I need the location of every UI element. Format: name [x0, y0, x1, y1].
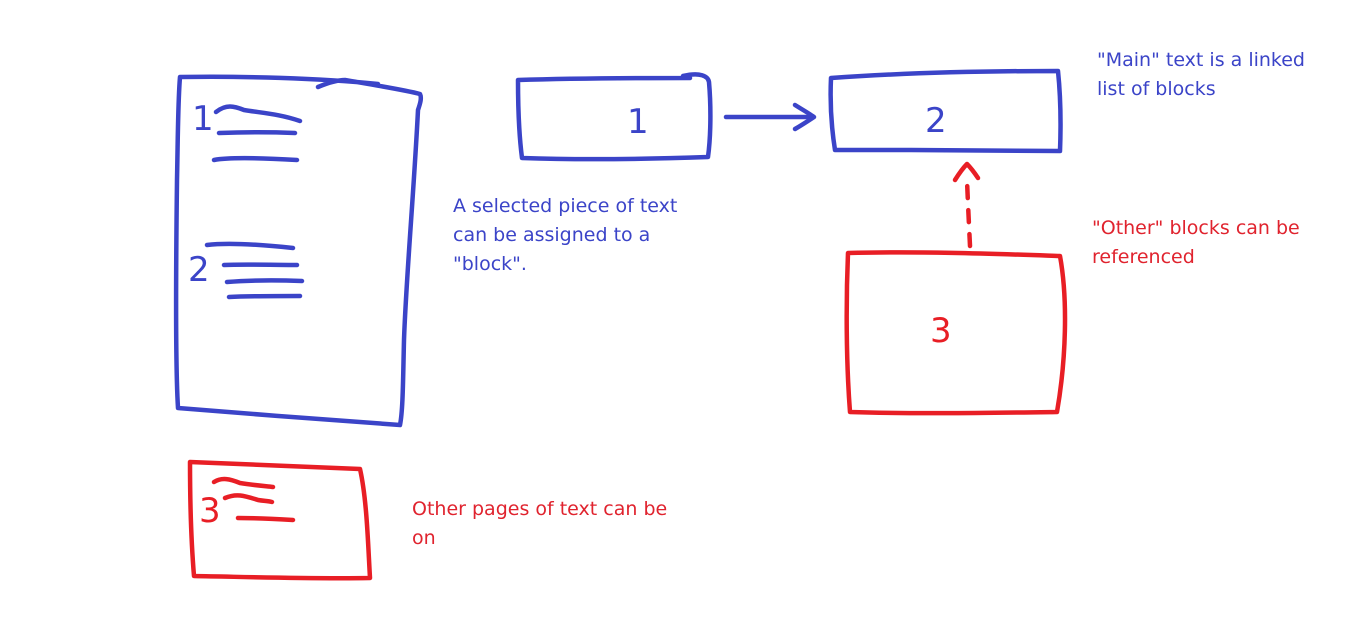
block-1-outline — [515, 72, 713, 162]
main-page-outline — [173, 74, 424, 428]
main-page-line — [213, 104, 303, 124]
other-page-line — [211, 476, 276, 490]
main-page-marker-1: 1 — [192, 99, 214, 139]
block-3: 3 — [844, 250, 1068, 416]
main-text-page: 1 2 — [173, 74, 424, 428]
main-page-line — [216, 130, 298, 136]
annotation-main-linked-list: "Main" text is a linked list of blocks — [1097, 49, 1305, 100]
block-3-outline — [844, 250, 1068, 416]
block-2-outline — [828, 68, 1063, 154]
block-1: 1 — [515, 72, 713, 162]
main-page-marker-2: 2 — [188, 250, 210, 290]
main-page-line — [224, 278, 305, 285]
other-page-outline — [187, 459, 373, 581]
main-page-line — [204, 241, 296, 251]
other-page-line — [235, 515, 296, 523]
block-1-label: 1 — [627, 102, 649, 142]
main-page-line — [226, 293, 303, 300]
link-arrow — [723, 102, 817, 132]
annotation-other-referenced: "Other" blocks can be referenced — [1092, 217, 1300, 268]
reference-arrow — [952, 161, 981, 249]
main-page-line — [211, 155, 300, 163]
annotation-other-pages: Other pages of text can be on — [412, 498, 668, 549]
other-page-line — [222, 493, 275, 505]
block-2: 2 — [828, 68, 1063, 154]
other-text-page: 3 — [187, 459, 373, 581]
block-2-label: 2 — [925, 101, 947, 141]
other-page-marker-3: 3 — [199, 491, 221, 531]
block-3-label: 3 — [930, 311, 952, 351]
annotation-assign-block: A selected piece of text can be assigned… — [453, 195, 678, 275]
